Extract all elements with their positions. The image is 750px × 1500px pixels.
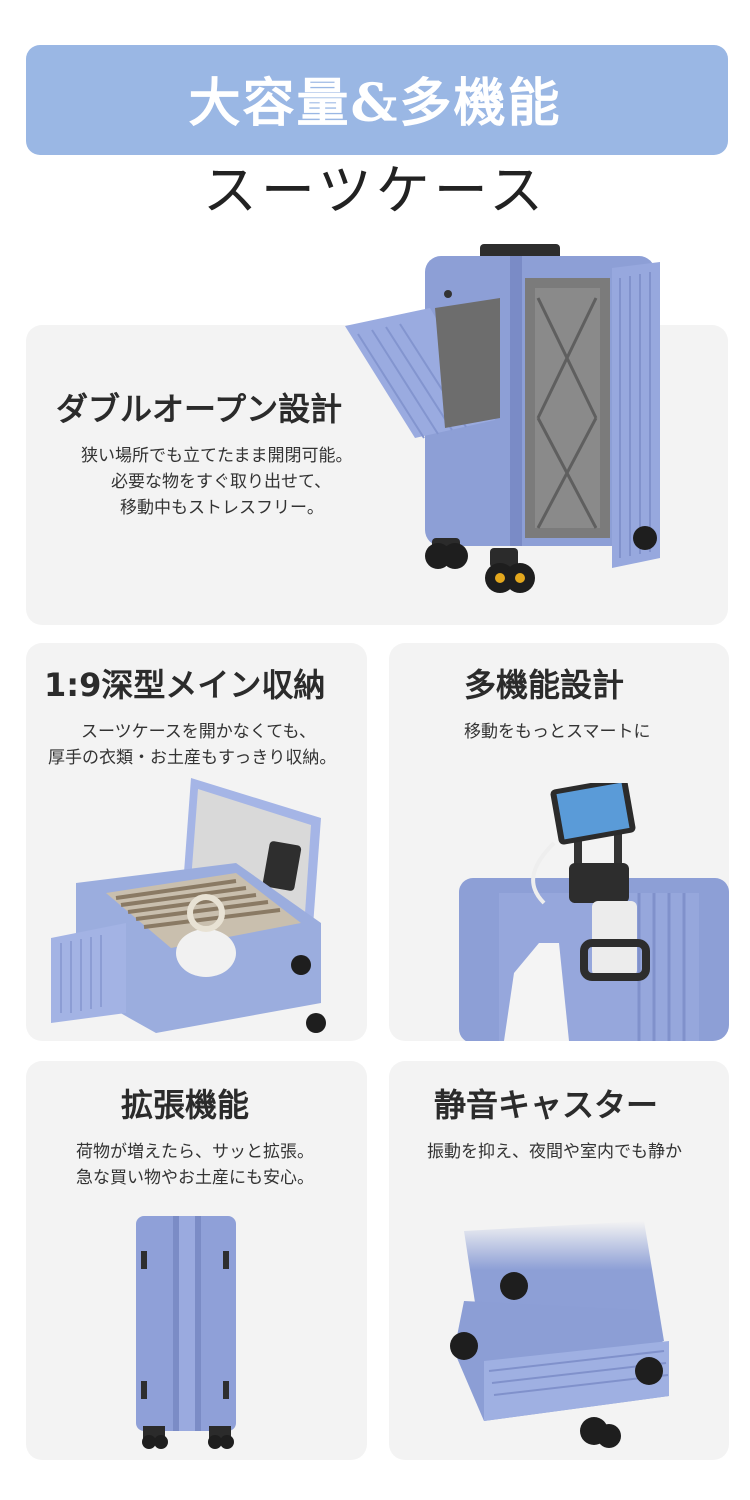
suitcase-expansion-image [136,1216,236,1449]
feature-line: 厚手の衣類・お土産もすっきり収納。 [48,748,337,768]
header-banner [26,45,728,155]
feature-card-multi-function: 多機能設計 移動をもっとスマートに [389,643,729,1041]
feature-line: 移動中もストレスフリー。 [120,498,324,518]
feature-line: スーツケースを開かなくても、 [81,722,316,742]
suitcase-double-open-image [345,244,660,593]
feature-title: 1:9深型メイン収納 [44,666,326,704]
feature-card-deep-storage: 1:9深型メイン収納 スーツケースを開かなくても、 厚手の衣類・お土産もすっきり… [26,643,367,1041]
feature-title: 静音キャスター [434,1086,659,1124]
feature-line: 必要な物をすぐ取り出せて、 [111,472,332,492]
feature-title: 多機能設計 [464,666,625,704]
feature-line: 振動を抑え、夜間や室内でも静か [427,1142,682,1162]
suitcase-caster-image [450,1221,669,1448]
suitcase-tablet-cupholder-image [459,783,729,1041]
feature-line: 狭い場所でも立てたまま開閉可能。 [81,446,353,466]
feature-card-silent-caster: 静音キャスター 振動を抑え、夜間や室内でも静か [389,1061,729,1460]
feature-card-expansion: 拡張機能 荷物が増えたら、サッと拡張。 急な買い物やお土産にも安心。 [26,1061,367,1460]
feature-line: 荷物が増えたら、サッと拡張。 [76,1142,314,1162]
suitcase-open-storage-image [51,778,326,1033]
feature-title: ダブルオープン設計 [56,390,343,428]
feature-line: 移動をもっとスマートに [464,722,651,742]
page-subtitle: スーツケース [202,159,548,222]
feature-line: 急な買い物やお土産にも安心。 [76,1168,314,1188]
page-title: 大容量&多機能 [188,73,562,134]
feature-title: 拡張機能 [121,1086,250,1124]
